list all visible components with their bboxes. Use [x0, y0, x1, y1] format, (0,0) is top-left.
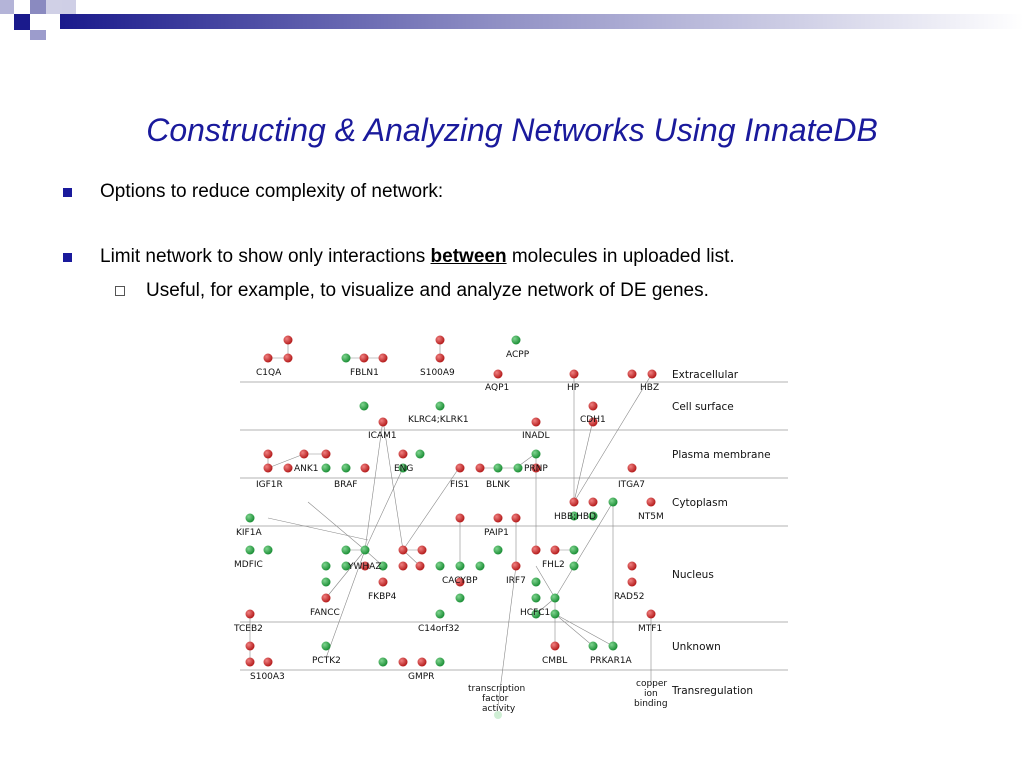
- node-label-hbb-hbd: HBB;HBD: [554, 512, 596, 522]
- sub-bullet-marker: [115, 286, 125, 296]
- bullet-limit-text-a: Limit network to show only interactions: [100, 246, 431, 267]
- node-label-fis1: FIS1: [450, 480, 469, 490]
- lane-unknown: Unknown: [672, 641, 721, 653]
- header-decoration: [0, 0, 1024, 40]
- bullet-limit: Limit network to show only interactions …: [100, 246, 735, 268]
- svg-text:factor: factor: [482, 694, 509, 704]
- lane-cell-surface: Cell surface: [672, 401, 734, 413]
- lane-transregulation: Transregulation: [671, 685, 753, 697]
- node-label-c14orf32: C14orf32: [418, 624, 460, 634]
- node-label-ywhaz: YWHAZ: [347, 562, 382, 572]
- node-label-hcfc1: HCFC1: [520, 608, 550, 618]
- function-annotation-transcription: transcription factor activity: [468, 684, 525, 719]
- svg-text:transcription: transcription: [468, 684, 525, 694]
- node-label-s100a3: S100A3: [250, 672, 285, 682]
- node-label-itga7: ITGA7: [618, 480, 645, 490]
- node-label-tceb2: TCEB2: [233, 624, 263, 634]
- node-label-mtf1: MTF1: [638, 624, 662, 634]
- node-label-cdh1: CDH1: [580, 415, 606, 425]
- node-label-klrc4-klrk1: KLRC4;KLRK1: [408, 415, 469, 425]
- node-labels: C1QA FBLN1 S100A9 ACPP AQP1 HP HBZ KLRC4…: [233, 350, 664, 682]
- slide-title: Constructing & Analyzing Networks Using …: [146, 112, 878, 148]
- network-nodes: [245, 335, 657, 667]
- node-label-blnk: BLNK: [486, 480, 511, 490]
- bullet-marker: [63, 188, 72, 197]
- bullet-limit-emphasis: between: [430, 246, 507, 267]
- node-label-eng: ENG: [394, 464, 413, 474]
- node-label-pctk2: PCTK2: [312, 656, 341, 666]
- node-label-inadl: INADL: [522, 431, 550, 441]
- node-label-kif1a: KIF1A: [236, 528, 262, 538]
- node-label-irf7: IRF7: [506, 576, 526, 586]
- network-diagram: Extracellular Cell surface Plasma membra…: [233, 335, 788, 719]
- node-label-braf: BRAF: [334, 480, 357, 490]
- node-label-gmpr: GMPR: [408, 672, 434, 682]
- lane-cytoplasm: Cytoplasm: [672, 497, 728, 509]
- lane-plasma-membrane: Plasma membrane: [672, 449, 771, 461]
- bullet-limit-text-b: molecules in uploaded list.: [506, 246, 735, 267]
- lane-extracellular: Extracellular: [672, 369, 739, 381]
- node-label-icam1: ICAM1: [368, 431, 397, 441]
- node-label-ank1: ANK1: [294, 464, 319, 474]
- bullet-options: Options to reduce complexity of network:: [100, 181, 444, 202]
- node-label-cmbl: CMBL: [542, 656, 567, 666]
- svg-text:activity: activity: [482, 704, 516, 714]
- node-label-c1qa: C1QA: [256, 368, 282, 378]
- node-label-prnp: PRNP: [524, 464, 548, 474]
- lane-separators: [240, 381, 788, 671]
- bullet-marker: [63, 253, 72, 262]
- node-label-mdfic: MDFIC: [234, 560, 263, 570]
- node-label-s100a9: S100A9: [420, 368, 455, 378]
- node-label-hp: HP: [567, 383, 580, 393]
- sub-bullet-useful: Useful, for example, to visualize and an…: [146, 280, 709, 301]
- node-label-aqp1: AQP1: [485, 383, 509, 393]
- node-label-rad52: RAD52: [614, 592, 644, 602]
- node-label-prkar1a: PRKAR1A: [590, 656, 633, 666]
- node-label-nt5m: NT5M: [638, 512, 664, 522]
- node-label-fancc: FANCC: [310, 608, 340, 618]
- interaction-edges: [249, 340, 654, 707]
- node-label-fkbp4: FKBP4: [368, 592, 397, 602]
- node-label-fbln1: FBLN1: [350, 368, 379, 378]
- node-label-paip1: PAIP1: [484, 528, 509, 538]
- lane-nucleus: Nucleus: [672, 569, 714, 581]
- lane-labels: Extracellular Cell surface Plasma membra…: [671, 369, 771, 697]
- svg-text:binding: binding: [634, 699, 668, 709]
- svg-text:ion: ion: [644, 689, 658, 699]
- node-label-igf1r: IGF1R: [256, 480, 283, 490]
- node-label-cacybp: CACYBP: [442, 576, 478, 586]
- function-annotation-copper: copper ion binding: [634, 679, 668, 709]
- svg-text:copper: copper: [636, 679, 667, 689]
- node-label-hbz: HBZ: [640, 383, 659, 393]
- node-label-fhl2: FHL2: [542, 560, 565, 570]
- node-label-acpp: ACPP: [506, 350, 530, 360]
